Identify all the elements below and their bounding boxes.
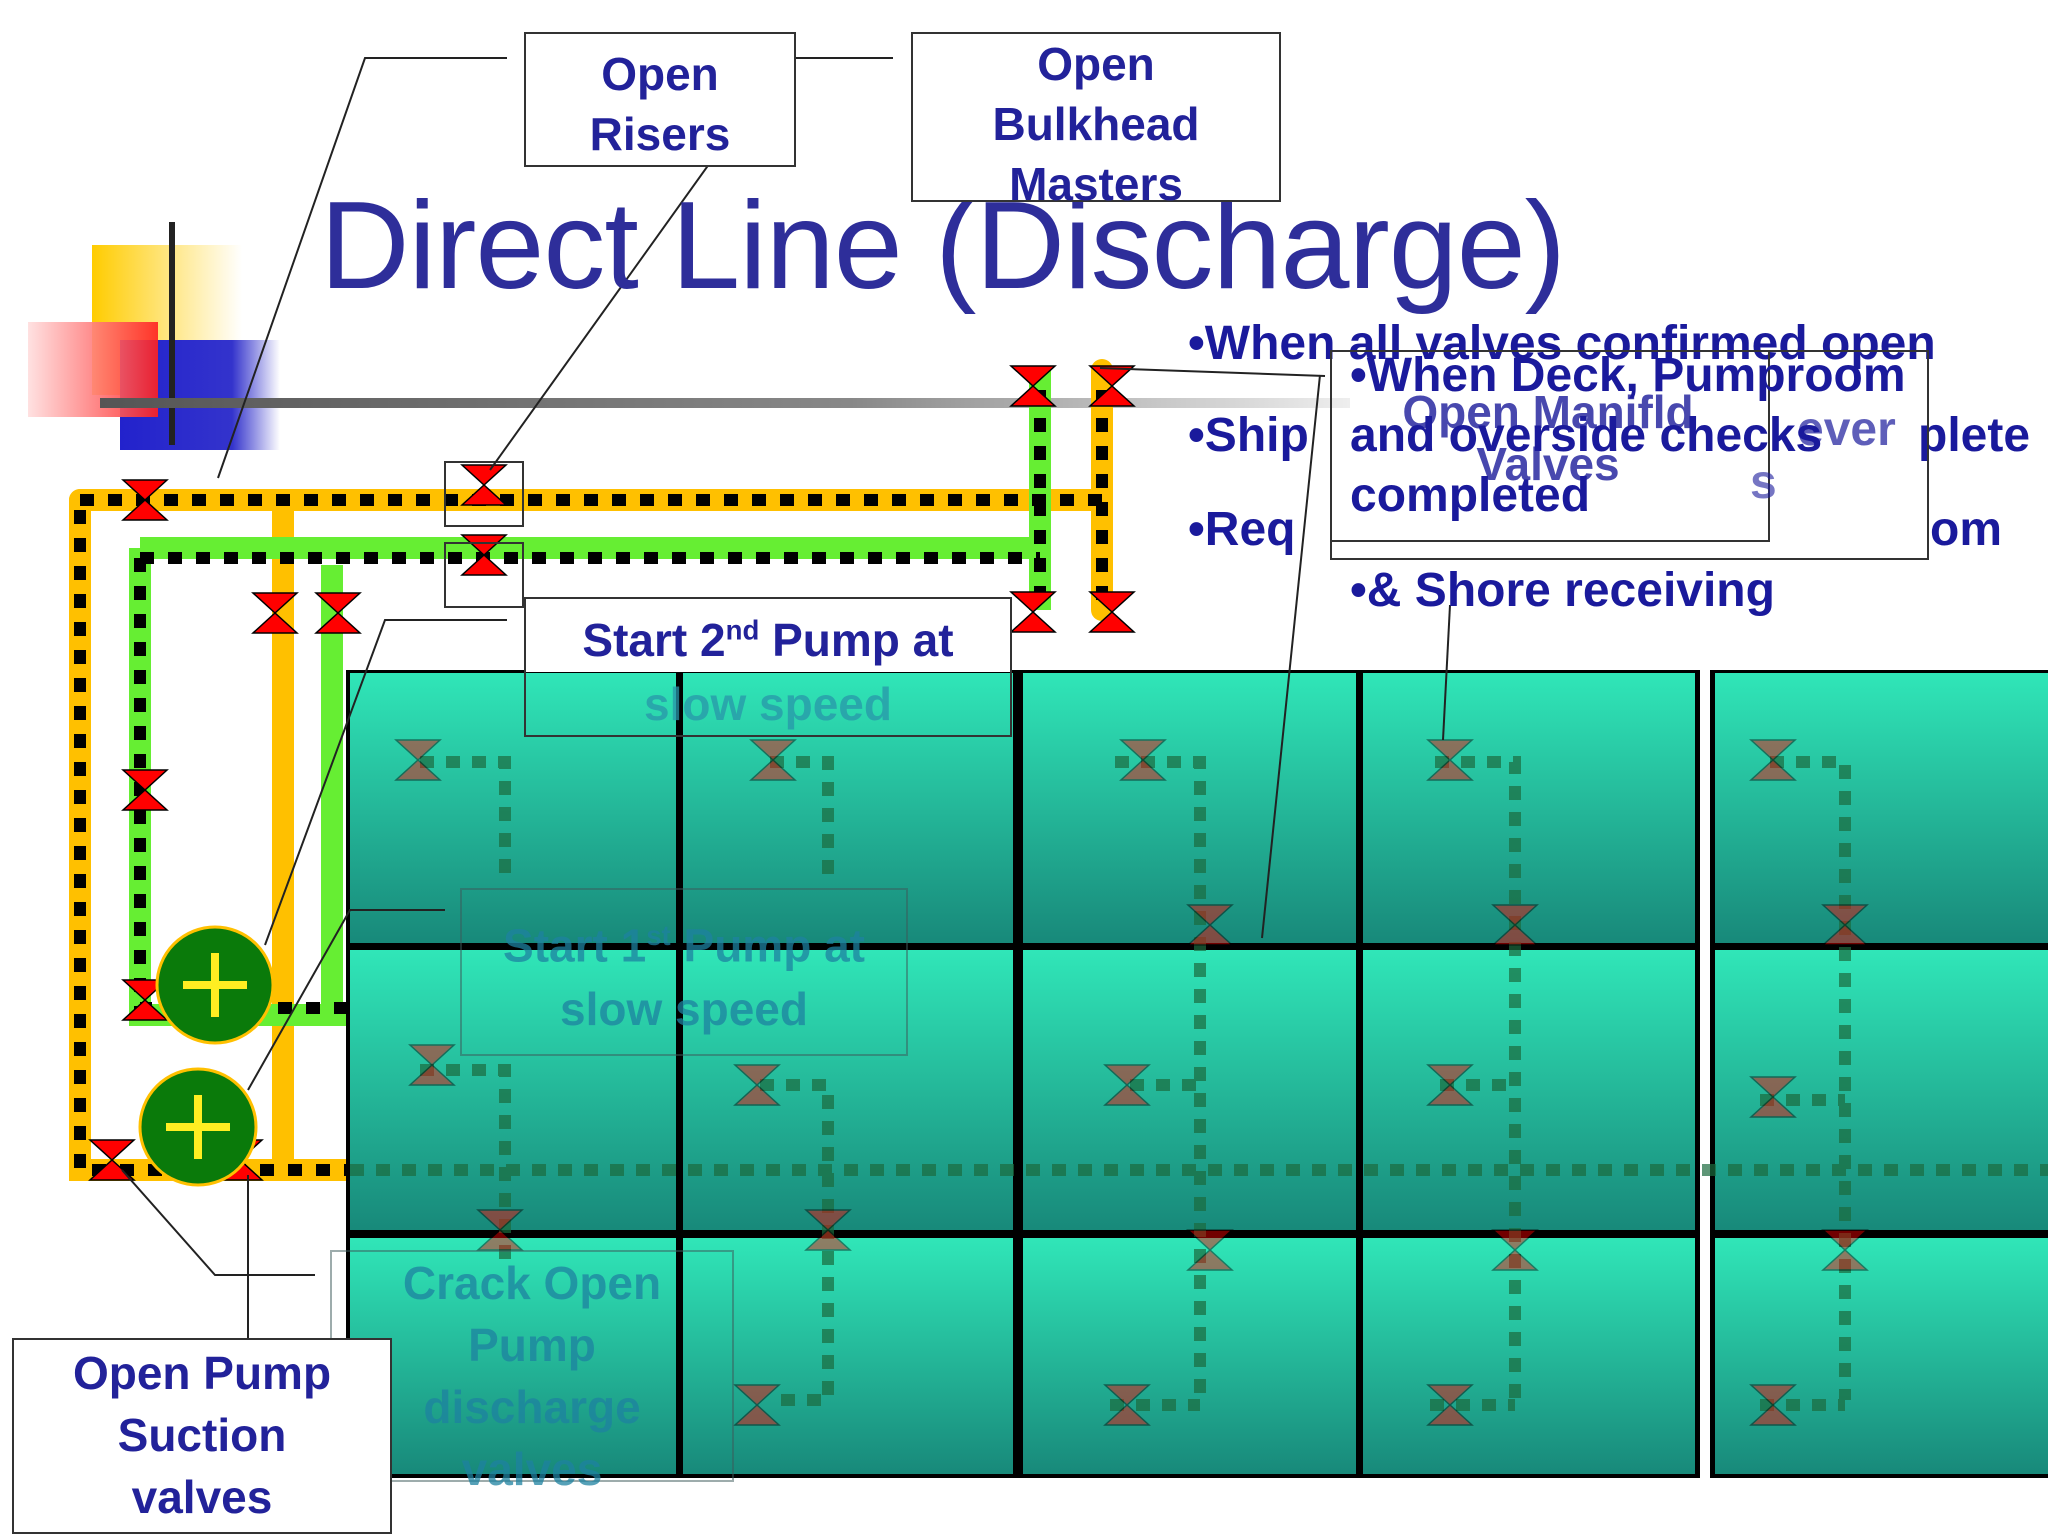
start-2nd-pump-text: Start 2nd Pump at (582, 614, 954, 667)
overlay-bullet-deck-pumproom: •When Deck, Pumproom (1350, 349, 1906, 402)
callout-line: Valves (1476, 438, 1620, 490)
valve-icon-group (89, 365, 1135, 1181)
open-manifold-inner-box (1330, 350, 1770, 542)
callout-line: valves (461, 1443, 603, 1495)
callout-line: Pump (468, 1319, 596, 1371)
callout-line: Start 2nd Pump at (526, 599, 1010, 673)
callout-line: Open Pump (72, 1347, 332, 1399)
bullet-valves-confirmed: •When all valves confirmed open (1188, 317, 1936, 370)
overlay-bullet-s: s (1750, 456, 1777, 509)
start-2nd-pump-callout: Start 2nd Pump at slow speed (524, 597, 1012, 737)
bullet-request-tail: om (1930, 503, 2002, 556)
callout-line: valves (131, 1471, 273, 1523)
callout-line: Open (601, 48, 719, 100)
callout-line: Crack Open (402, 1257, 662, 1309)
bullet-ship: •Ship (1188, 409, 1309, 462)
callout-line: Masters (1009, 158, 1183, 210)
callout-line: discharge (423, 1381, 641, 1433)
crack-open-discharge-callout: Crack Open Pump discharge valves (330, 1250, 734, 1495)
callout-line: Suction (117, 1409, 287, 1461)
tank-ghost-piping (350, 756, 2048, 1411)
overlay-bullet-overside: and overside checks (1350, 409, 1823, 462)
callout-line: Bulkhead (992, 98, 1200, 150)
callout-line: Risers (589, 108, 731, 160)
overlay-bullet-ever: ever (1797, 403, 1896, 456)
bullet-request: •Req (1188, 503, 1296, 556)
start-1st-pump-callout: Start 1st Pump at slow speed (460, 888, 908, 1056)
open-bulkhead-masters-callout: Open Bulkhead Masters (911, 32, 1281, 210)
callout-line: slow speed (644, 678, 892, 731)
bullet-ship-tail: plete (1918, 409, 2031, 462)
pump-plus-icon (138, 925, 275, 1187)
callout-line: Open (1037, 38, 1155, 90)
open-risers-callout: Open Risers (524, 32, 796, 167)
color-squares-logo (28, 222, 1350, 450)
open-pump-suction-callout: Open Pump Suction valves (12, 1338, 392, 1534)
open-manifold-callout: Open Manifld Valves (1330, 386, 1766, 490)
overlay-bullet-completed: completed (1350, 469, 1591, 522)
callout-line: slow speed (560, 983, 808, 1036)
overlay-bullet-shore: •& Shore receiving (1350, 564, 1775, 617)
callout-line: Open Manifld (1402, 386, 1694, 438)
callout-line: Start 1st Pump at (503, 919, 865, 972)
